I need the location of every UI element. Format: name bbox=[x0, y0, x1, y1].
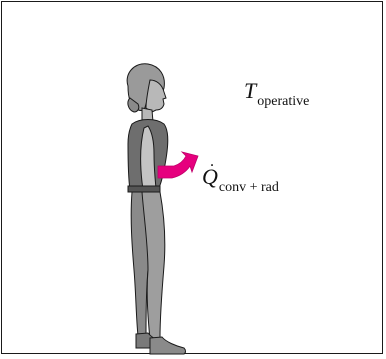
temperature-symbol: T bbox=[244, 78, 256, 103]
heat-rate-dot: ˙ bbox=[209, 161, 215, 179]
person-front-shoe bbox=[150, 337, 186, 354]
temperature-subscript: operative bbox=[257, 94, 309, 109]
heat-transfer-label: Q˙conv + rad bbox=[202, 166, 279, 188]
operative-temperature-label: Toperative bbox=[244, 80, 309, 102]
person-belt bbox=[128, 186, 160, 192]
heat-symbol-wrapper: Q˙ bbox=[202, 166, 218, 188]
heat-subscript: conv + rad bbox=[219, 180, 279, 195]
